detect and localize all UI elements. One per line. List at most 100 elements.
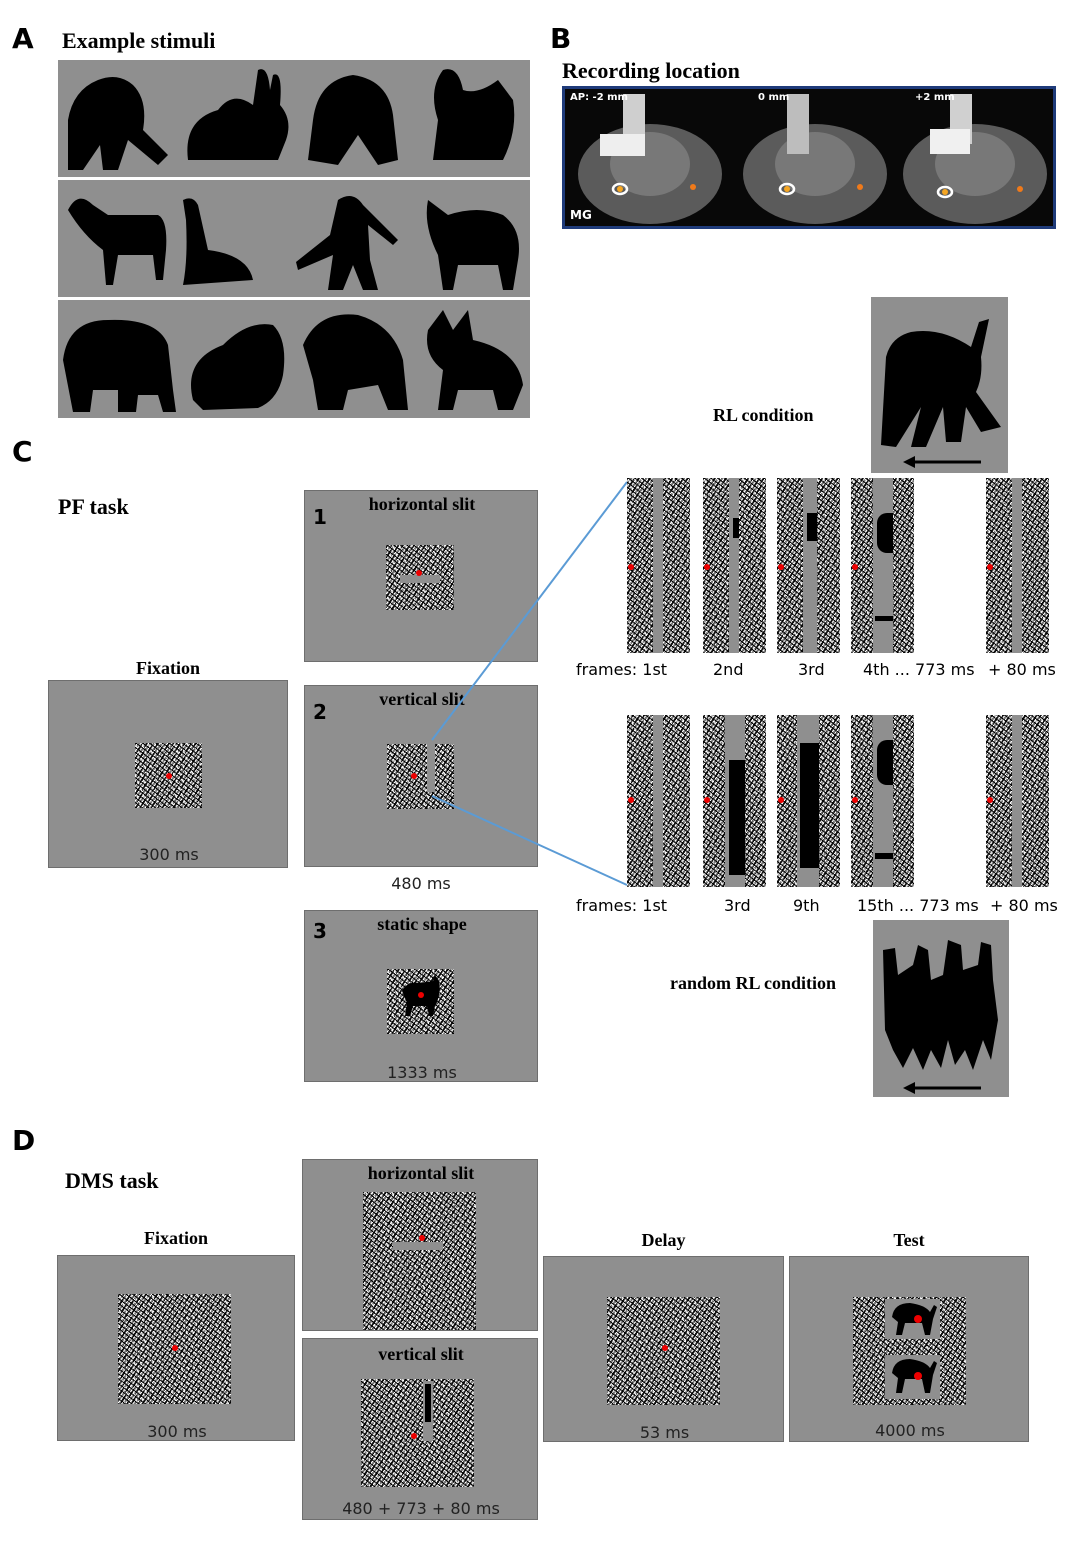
frame-bottom-4 xyxy=(851,715,914,887)
fixation-point xyxy=(411,773,417,779)
horizontal-slit xyxy=(400,575,440,583)
panel-label-c: C xyxy=(12,435,33,468)
frame-top-1 xyxy=(627,478,690,653)
panel-label-d: D xyxy=(12,1124,36,1157)
chimp-silhouette xyxy=(308,75,398,165)
rl-condition-label: RL condition xyxy=(713,405,814,425)
screen-3-title: static shape xyxy=(377,914,467,934)
goat-silhouette xyxy=(68,198,167,285)
region-label: MG xyxy=(570,208,592,222)
frame-top-5 xyxy=(986,478,1049,653)
vertical-slit xyxy=(427,744,435,792)
panel-b-title: Recording location xyxy=(562,58,740,83)
stimuli-row-2 xyxy=(58,180,530,297)
panel-a-title: Example stimuli xyxy=(62,28,216,53)
random-rl-condition-label: random RL condition xyxy=(670,973,837,993)
frames-bottom-3: 9th xyxy=(793,896,820,915)
dms-delay-screen: 53 ms xyxy=(543,1256,784,1442)
dms-fixation-duration: 300 ms xyxy=(147,1422,207,1441)
frame-bottom-1 xyxy=(627,715,690,887)
fox-silhouette xyxy=(427,310,523,410)
dms-vertical-title: vertical slit xyxy=(378,1344,464,1364)
dms-test-title: Test xyxy=(893,1230,925,1250)
rabbit-silhouette xyxy=(187,69,289,160)
pf-fixation-duration: 300 ms xyxy=(139,845,199,864)
left-arrow-icon xyxy=(903,456,981,468)
test-stimuli-silhouettes xyxy=(892,1303,937,1393)
mri-slice-2 xyxy=(743,94,887,224)
dms-task-title: DMS task xyxy=(65,1168,159,1193)
panel-label-b: B xyxy=(550,22,572,55)
pf-fixation-title: Fixation xyxy=(135,658,200,678)
frames-bottom-1: frames: 1st xyxy=(576,896,668,915)
screen-number-2: 2 xyxy=(313,700,327,724)
frame-top-2 xyxy=(703,478,766,653)
pf-fixation-screen: 300 ms xyxy=(48,680,288,868)
dms-vertical-slit-screen: vertical slit 480 + 773 + 80 ms xyxy=(302,1338,538,1520)
mri-slices xyxy=(578,94,1047,224)
pf-screen-3-duration: 1333 ms xyxy=(387,1063,457,1082)
stimuli-row-1 xyxy=(58,60,530,177)
slice-label-3: +2 mm xyxy=(915,92,955,103)
screen-number-3: 3 xyxy=(313,919,327,943)
stimuli-row-3 xyxy=(58,300,530,418)
dms-vertical-duration: 480 + 773 + 80 ms xyxy=(342,1499,500,1518)
squirrel-silhouette xyxy=(433,69,515,160)
rl-condition-image xyxy=(871,297,1008,473)
baboon-silhouette xyxy=(881,319,1001,447)
dms-horizontal-slit-screen: horizontal slit xyxy=(302,1159,538,1331)
giraffe-silhouette xyxy=(183,198,253,285)
fixation-point xyxy=(166,773,172,779)
screen-2-title: vertical slit xyxy=(379,689,465,709)
dms-delay-title: Delay xyxy=(641,1230,686,1250)
fixation-point xyxy=(172,1345,178,1351)
dms-fixation-title: Fixation xyxy=(143,1228,208,1248)
elephant-silhouette xyxy=(63,319,176,412)
fixation-point xyxy=(662,1345,668,1351)
monkey-silhouette xyxy=(68,76,168,170)
chinchilla-silhouette xyxy=(191,324,285,410)
mri-slice-1 xyxy=(578,94,722,224)
pf-screen-1: 1 horizontal slit xyxy=(304,490,538,662)
screen-1-title: horizontal slit xyxy=(368,494,476,514)
chimp-standing-silhouette xyxy=(296,196,398,290)
frame-bottom-3 xyxy=(777,715,840,887)
pf-screen-2-duration: 480 ms xyxy=(391,874,451,893)
dms-fixation-screen: 300 ms xyxy=(57,1255,295,1441)
fixation-point xyxy=(914,1315,922,1323)
frames-bottom-4: 15th ... 773 ms xyxy=(857,896,979,915)
frame-top-4 xyxy=(851,478,914,653)
fixation-point xyxy=(418,992,424,998)
pf-task-title: PF task xyxy=(58,494,129,519)
fixation-point xyxy=(914,1372,922,1380)
screen-number-1: 1 xyxy=(313,505,327,529)
slice-label-2: 0 mm xyxy=(758,92,790,103)
slice-label-1: AP: -2 mm xyxy=(570,92,628,103)
frame-bottom-5 xyxy=(986,715,1049,887)
dms-test-duration: 4000 ms xyxy=(875,1421,945,1440)
pf-screen-3: 3 static shape 1333 ms xyxy=(304,910,538,1082)
frames-bottom-2: 3rd xyxy=(724,896,751,915)
fixation-point xyxy=(411,1433,417,1439)
fixation-point xyxy=(419,1235,425,1241)
left-arrow-icon xyxy=(903,1082,981,1094)
frames-bottom-5: + 80 ms xyxy=(990,896,1058,915)
panel-label-a: A xyxy=(12,22,34,55)
frames-top-5: + 80 ms xyxy=(988,660,1056,679)
gorilla-silhouette xyxy=(303,314,408,410)
mri-figure: AP: -2 mm 0 mm +2 mm MG xyxy=(562,86,1056,229)
pig-silhouette xyxy=(426,200,519,290)
random-rl-condition-image xyxy=(873,920,1009,1097)
dms-horizontal-title: horizontal slit xyxy=(367,1163,475,1183)
pf-screen-2: 2 vertical slit xyxy=(304,685,538,867)
dms-delay-duration: 53 ms xyxy=(639,1423,690,1442)
frames-top-1: frames: 1st xyxy=(576,660,668,679)
fixation-point xyxy=(416,570,422,576)
frames-top-4: 4th ... 773 ms xyxy=(863,660,975,679)
frame-top-3 xyxy=(777,478,840,653)
frames-top-2: 2nd xyxy=(713,660,744,679)
mri-slice-3 xyxy=(903,94,1047,224)
frames-top-3: 3rd xyxy=(798,660,825,679)
dms-test-screen: 4000 ms xyxy=(789,1256,1029,1442)
frame-bottom-2 xyxy=(703,715,766,887)
